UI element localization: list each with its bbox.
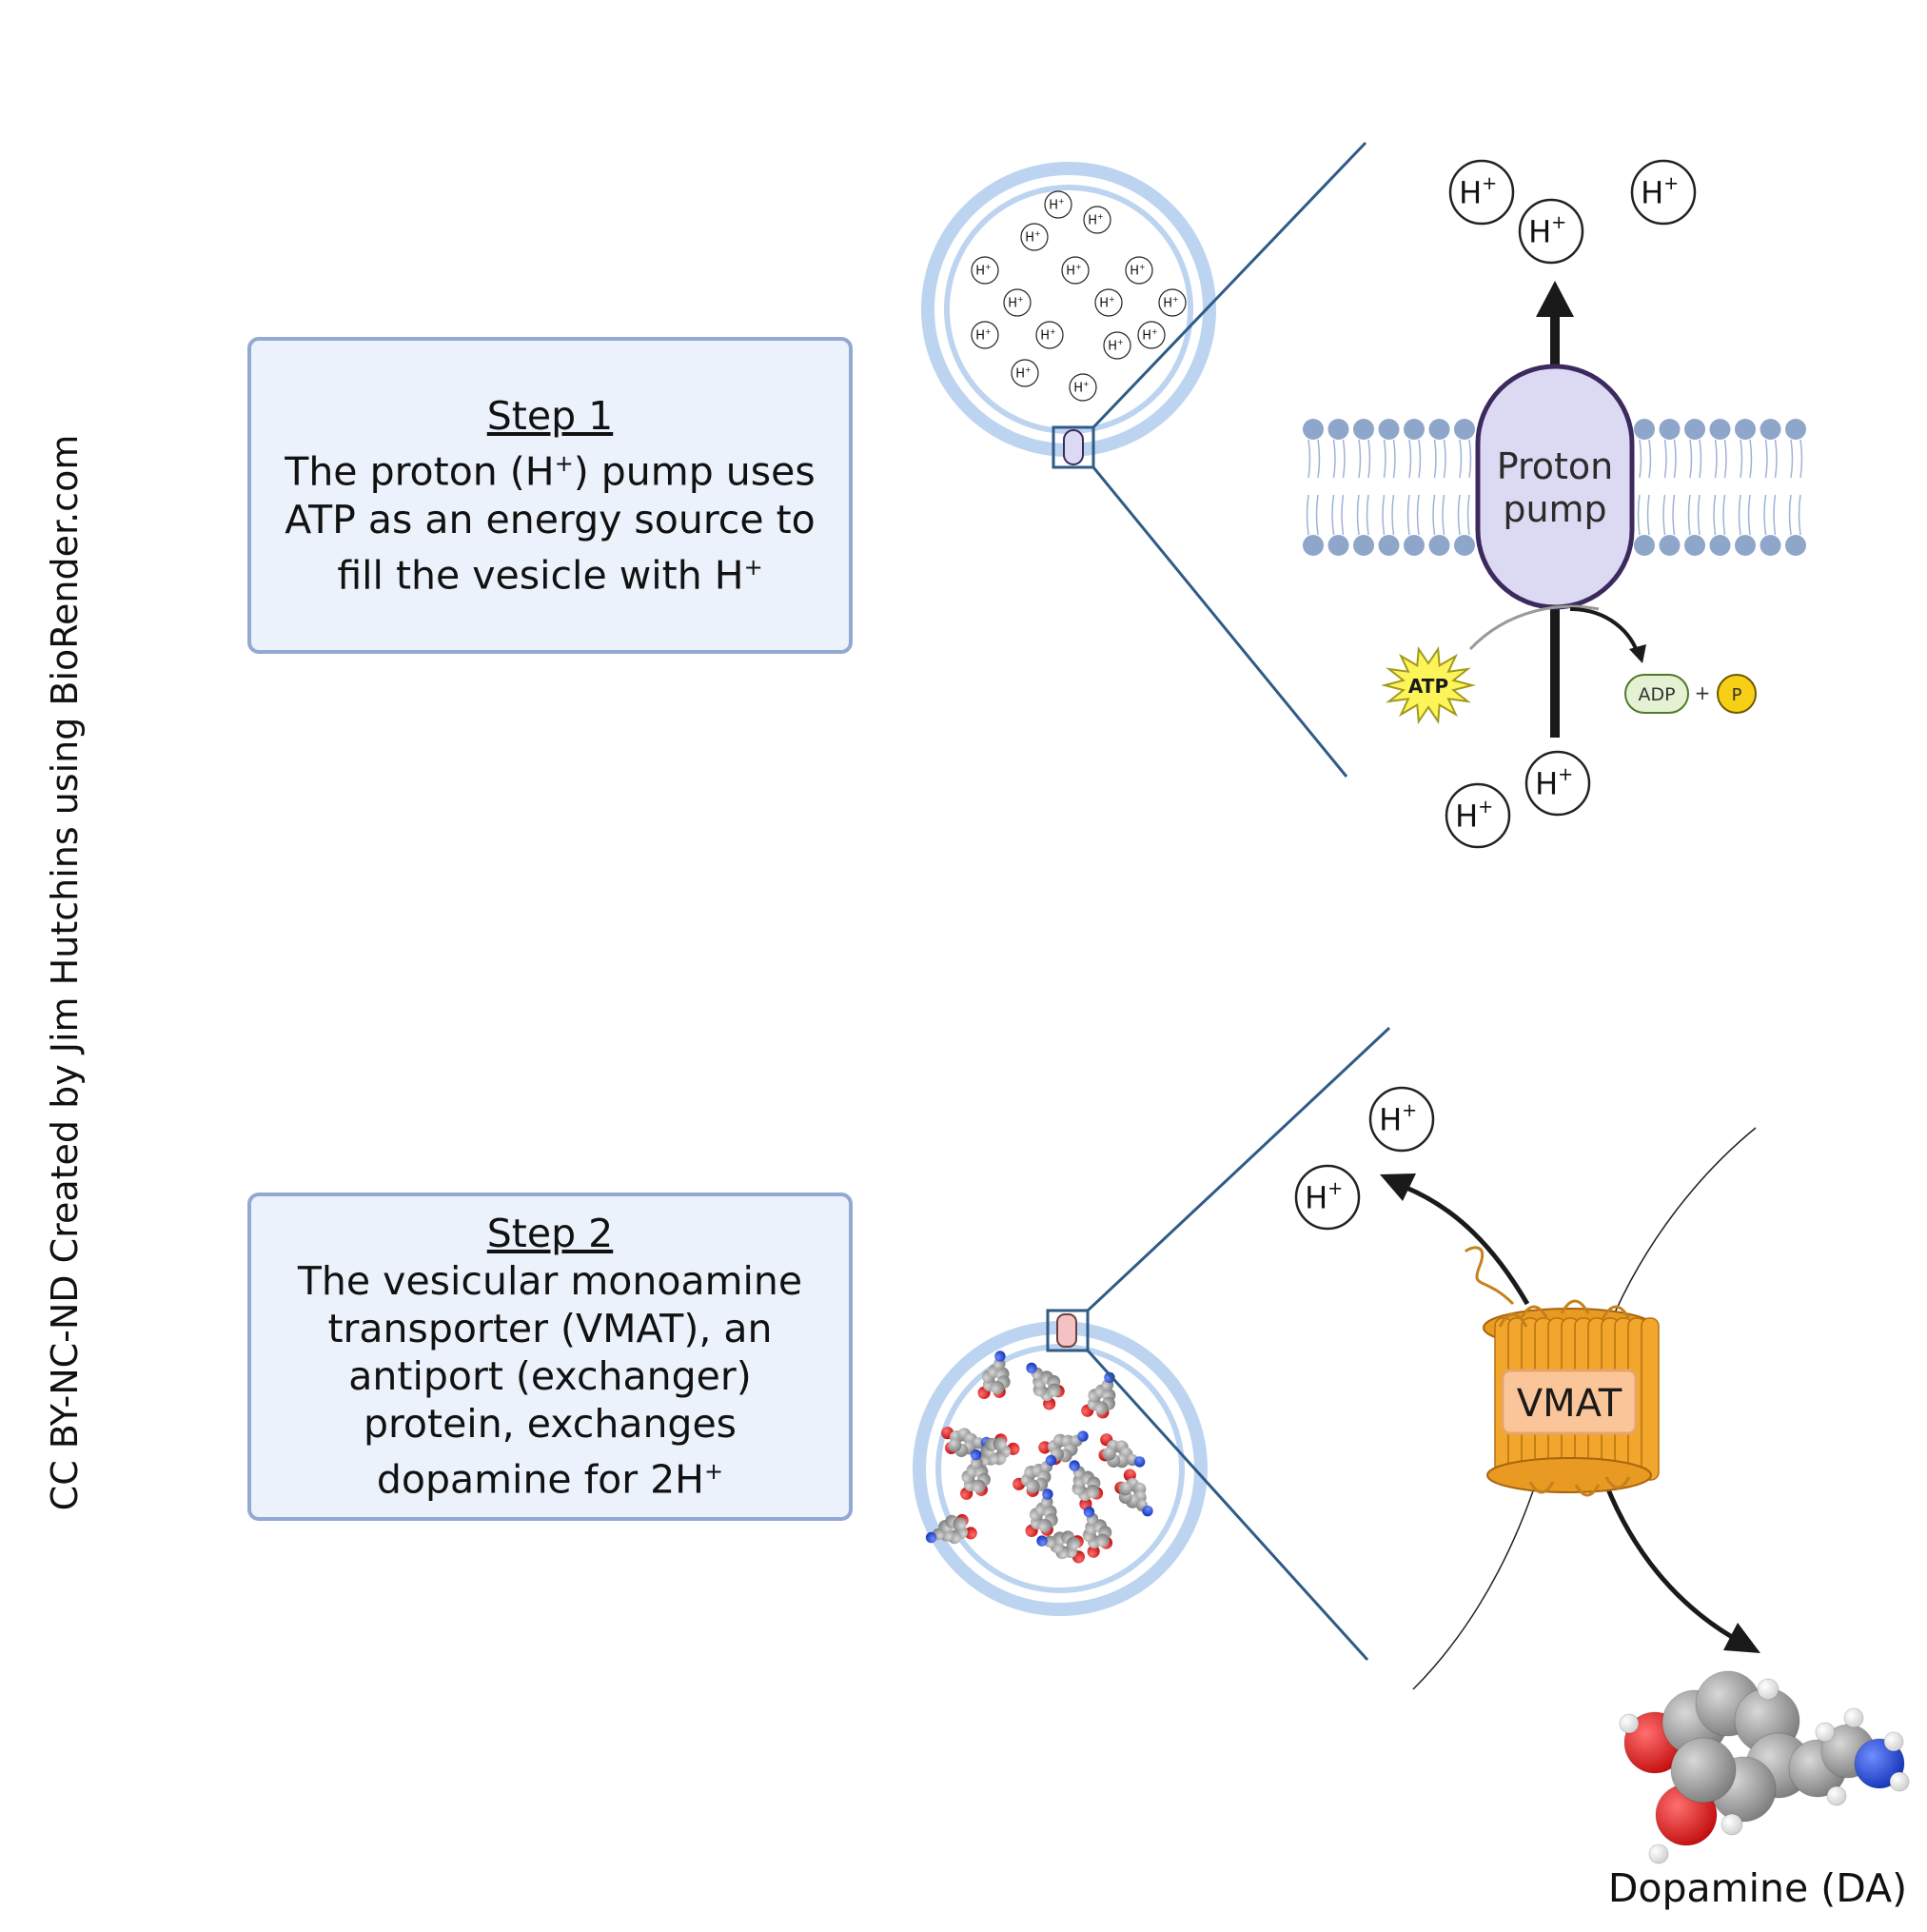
atom-H [1883,1731,1904,1752]
step2-title: Step 2 [486,1211,614,1257]
vesicle-proton: H+ [1061,256,1090,285]
dopamine-molecule [1619,1670,1910,1864]
step2-line3: antiport (exchanger) [348,1353,752,1400]
phosphate-label: P [1732,685,1742,705]
mini-dopamine [1081,1371,1116,1419]
mini-dopamine [1114,1469,1153,1517]
mini-dopamine [1013,1454,1057,1497]
proton-ion: H+ [1630,159,1697,226]
atom-H [1648,1843,1669,1864]
step1-line3: fill the vesicle with H+ [337,552,763,599]
mini-dopamine [1098,1433,1146,1469]
vesicle-proton: H+ [971,321,999,349]
step2-box: Step 2 The vesicular monoamine transport… [247,1193,853,1521]
pump-marker [1063,429,1084,465]
vmat-transporter: VMAT [1464,1246,1660,1497]
zoom-line-lower-step2 [1086,1349,1369,1662]
plus-sign: + [1695,681,1711,704]
vesicle-proton: H+ [971,256,999,285]
vesicle-proton: H+ [1103,331,1131,360]
step2-line4: protein, exchanges [363,1401,737,1448]
vesicle-proton: H+ [1011,359,1039,387]
proton-efflux-arrowhead [1380,1173,1416,1201]
atom-C [1670,1737,1737,1804]
zoom-line-lower-step1 [1091,466,1348,778]
vesicle-step2 [913,1321,1208,1616]
atp-label: ATP [1408,675,1448,698]
dopamine-arrow [1603,1484,1734,1640]
pump-label-line2: pump [1503,488,1606,530]
zoom-line-upper-step2 [1086,1026,1391,1312]
vesicle-dopamine-group [925,1350,1153,1564]
vesicle-proton: H+ [1083,206,1111,234]
adp-label: ADP [1638,684,1675,705]
mini-dopamine [977,1350,1011,1400]
atom-H [1757,1678,1780,1701]
vmat-label: VMAT [1517,1382,1622,1426]
zoom-box-step1 [1052,425,1095,469]
mini-dopamine [1026,1362,1065,1410]
credit-text: CC BY-NC-ND Created by Jim Hutchins usin… [44,434,86,1511]
atp-hydrolysis-arrow [1468,604,1646,663]
proton-pump: Proton pump [1475,364,1635,610]
dopamine-label: Dopamine (DA) [1608,1865,1907,1911]
vesicle-proton-group: H+H+H+H+H+H+H+H+H+H+H+H+H+H+H+ [971,190,1187,402]
vmat-marker [1056,1313,1077,1348]
vesicle-proton: H+ [1003,288,1032,317]
mini-dopamine [1036,1530,1086,1564]
proton-ion: H+ [1294,1164,1361,1231]
vesicle-proton: H+ [1044,190,1072,219]
atp-burst: ATP [1381,645,1476,725]
proton-ion-group: H+H+H+H+H+H+H+ [1294,159,1697,1231]
mini-dopamine [1082,1506,1113,1558]
zoom-line-upper-step1 [1091,141,1367,429]
lipid-bilayer [1303,419,1806,556]
vesicle-proton: H+ [1020,223,1049,251]
step2-line5: dopamine for 2H+ [376,1456,724,1503]
vesicle-proton: H+ [1137,321,1166,349]
svg-text:H+: H+ [1379,1099,1417,1137]
mini-dopamine [1069,1460,1104,1510]
step1-line2: ATP as an energy source to [285,496,816,542]
dopamine-arrowhead [1723,1623,1760,1653]
proton-ion: H+ [1518,198,1584,265]
proton-ion: H+ [1448,159,1515,226]
zoom-box-step2 [1046,1309,1090,1352]
step2-line1: The vesicular monoamine [297,1258,803,1305]
atom-H [1843,1707,1864,1728]
vesicle-proton: H+ [1158,288,1187,317]
proton-ion: H+ [1445,782,1511,849]
atom-H [1889,1771,1910,1792]
pump-transport-arrow [1536,281,1574,738]
vesicle-proton: H+ [1035,321,1064,349]
proton-efflux-arrow [1406,1185,1530,1306]
vesicle-proton: H+ [1094,288,1123,317]
atom-H [1721,1813,1743,1836]
step1-box: Step 1 The proton (H+) pump uses ATP as … [247,337,853,654]
step2-line2: transporter (VMAT), an [327,1306,773,1352]
proton-ion: H+ [1368,1086,1435,1153]
mini-dopamine [925,1513,977,1545]
atom-H [1826,1785,1847,1806]
pump-label-line1: Proton [1497,445,1614,487]
mini-dopamine [960,1449,991,1500]
mini-dopamine [1025,1488,1058,1538]
atom-H [1815,1722,1836,1743]
step1-title: Step 1 [486,392,614,439]
membrane-curve-outer [1607,1127,1757,1329]
adp-product: ADP + P [1624,674,1757,714]
membrane-curve-inner [1412,1479,1538,1690]
step1-line1: The proton (H+) pump uses [285,448,816,495]
vesicle-proton: H+ [1125,256,1153,285]
proton-ion: H+ [1524,750,1591,817]
mini-dopamine [941,1427,993,1457]
vesicle-step1 [921,162,1216,457]
vesicle-proton: H+ [1069,373,1097,402]
atom-H [1619,1713,1640,1734]
